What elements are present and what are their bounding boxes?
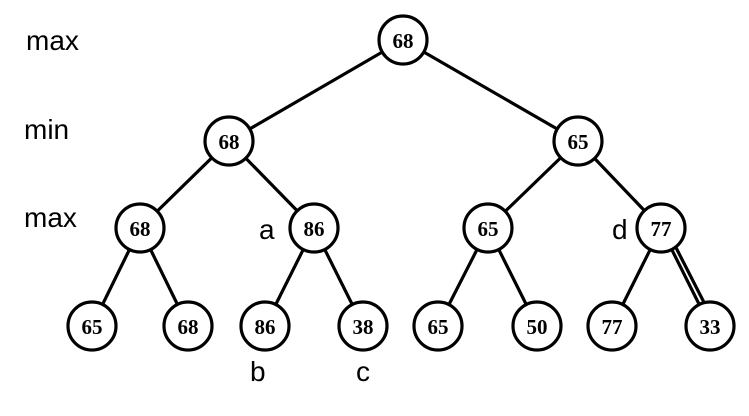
- node-min-1: 68: [203, 115, 255, 167]
- node-value: 65: [428, 315, 449, 339]
- leaf-3: 86: [239, 300, 291, 352]
- node-value: 33: [700, 315, 721, 339]
- node-value: 68: [130, 217, 151, 241]
- node-value: 68: [178, 315, 199, 339]
- leaf-2: 68: [162, 300, 214, 352]
- leaf-1: 65: [66, 300, 118, 352]
- leaf-5: 65: [412, 300, 464, 352]
- node-value: 68: [219, 130, 240, 154]
- leaf-7: 77: [586, 300, 638, 352]
- node-value: 38: [353, 315, 374, 339]
- node-letter-b: b: [250, 356, 266, 387]
- node-min-2: 65: [552, 115, 604, 167]
- level-label-min: min: [24, 114, 69, 145]
- node-letter-d: d: [612, 214, 628, 245]
- node-value: 77: [651, 217, 672, 241]
- node-value: 77: [602, 315, 623, 339]
- node-max-2: 86: [288, 202, 340, 254]
- node-max-3: 65: [462, 202, 514, 254]
- node-value: 86: [304, 217, 325, 241]
- leaf-6: 50: [511, 300, 563, 352]
- node-value: 65: [568, 130, 589, 154]
- node-value: 65: [82, 315, 103, 339]
- edge-root-right: [402, 38, 579, 143]
- node-root: 68: [377, 14, 429, 66]
- node-letter-a: a: [259, 214, 275, 245]
- level-label-max-bottom: max: [24, 202, 77, 233]
- node-value: 86: [255, 315, 276, 339]
- level-label-max-top: max: [26, 25, 79, 56]
- node-max-1: 68: [114, 202, 166, 254]
- tree-edges: [90, 38, 716, 327]
- node-value: 50: [527, 315, 548, 339]
- node-letter-c: c: [356, 356, 370, 387]
- node-value: 68: [393, 29, 414, 53]
- node-value: 65: [478, 217, 499, 241]
- leaf-4: 38: [337, 300, 389, 352]
- node-max-4: 77: [635, 202, 687, 254]
- edge-root-left: [228, 38, 404, 143]
- leaf-8: 33: [684, 300, 736, 352]
